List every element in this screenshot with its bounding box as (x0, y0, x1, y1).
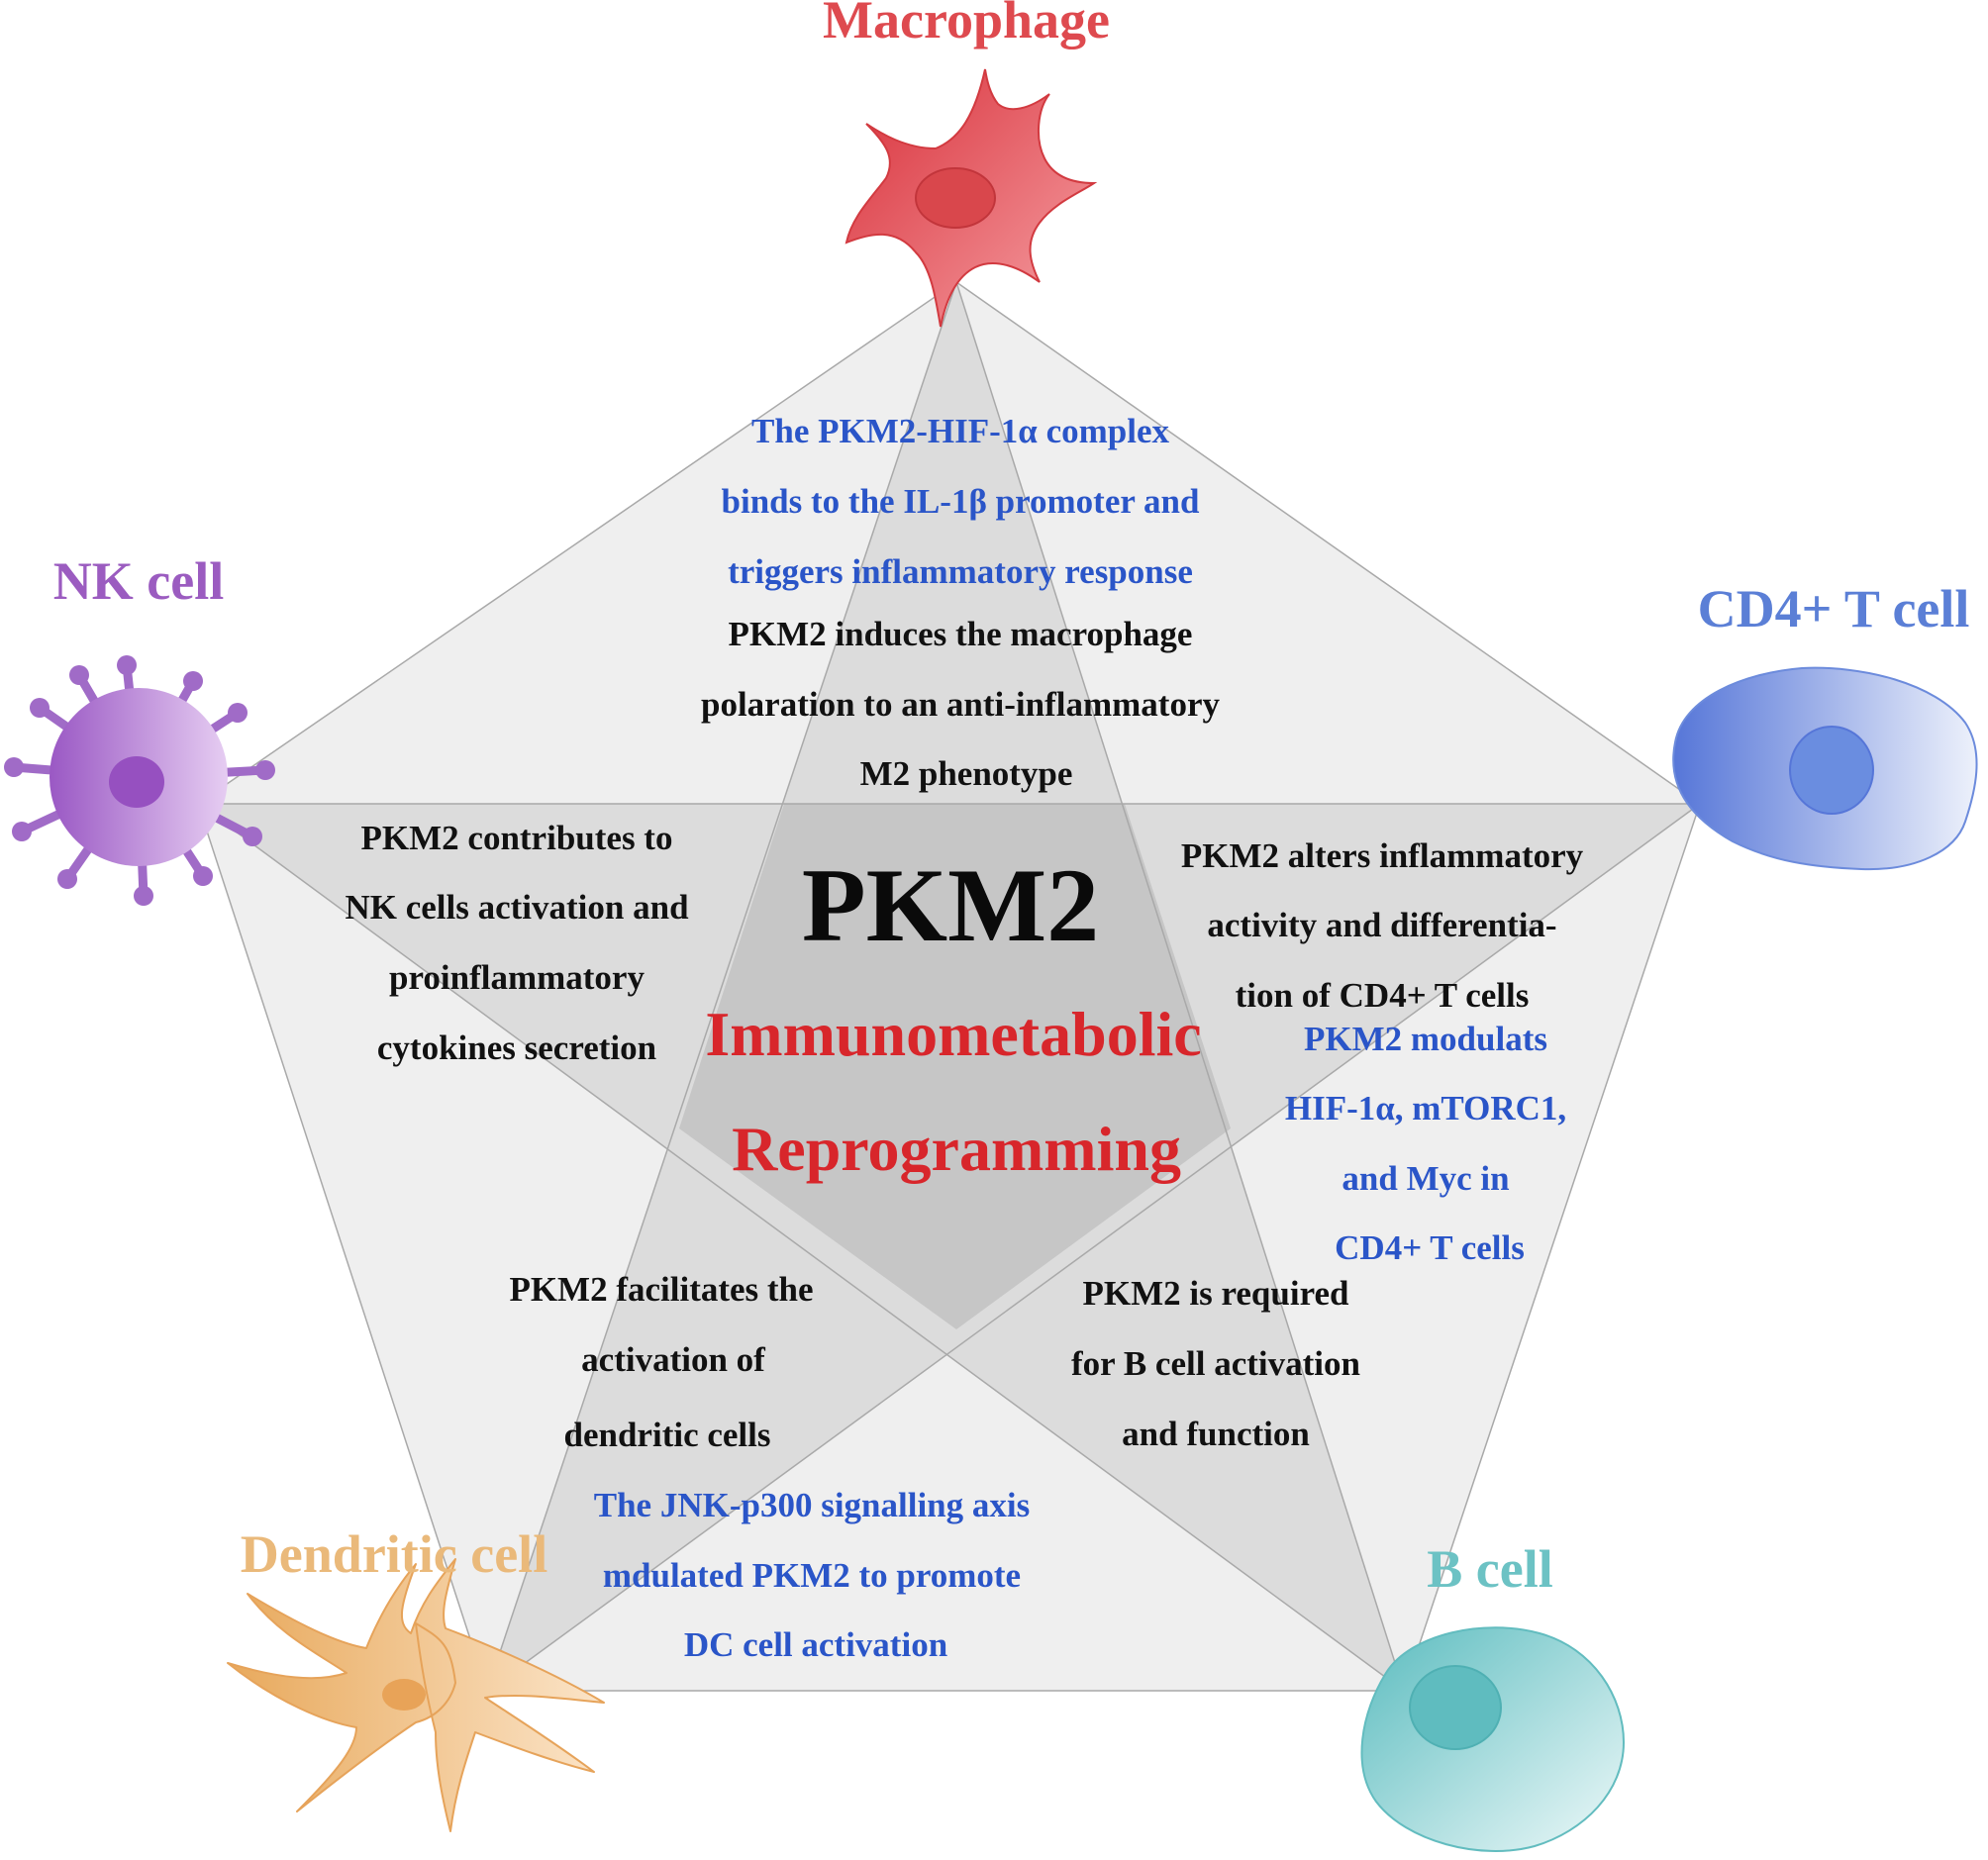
svg-text:DC cell activation: DC cell activation (684, 1625, 947, 1664)
nk-cell-text: PKM2 contributes to NK cells activation … (345, 819, 689, 1067)
svg-text:polaration to an anti-inflamm: polaration to an anti-inflammatory (701, 685, 1221, 724)
b-cell-icon (1360, 1626, 1626, 1852)
center-title: PKM2 (802, 847, 1099, 963)
svg-text:binds to the IL-1β promoter an: binds to the IL-1β promoter and (722, 482, 1200, 521)
b-cell-label: B cell (1427, 1539, 1552, 1599)
svg-text:and Myc in: and Myc in (1342, 1159, 1509, 1198)
svg-text:HIF-1α, mTORC1,: HIF-1α, mTORC1, (1285, 1089, 1566, 1127)
cd4-t-cell-icon (1672, 666, 1978, 871)
cd4-inflammatory-text: PKM2 alters inflammatory activity and di… (1181, 836, 1584, 1015)
svg-text:PKM2 modulats: PKM2 modulats (1304, 1020, 1547, 1058)
dendritic-jnk-text: The JNK-p300 signalling axis mdulated PK… (594, 1486, 1031, 1664)
cd4-modulates-text: PKM2 modulats HIF-1α, mTORC1, and Myc in… (1285, 1020, 1566, 1267)
svg-text:The JNK-p300 signalling axis: The JNK-p300 signalling axis (594, 1486, 1031, 1524)
svg-text:The PKM2-HIF-1α complex: The PKM2-HIF-1α complex (751, 412, 1169, 450)
svg-text:activation of: activation of (581, 1340, 765, 1379)
svg-text:PKM2 induces the macrophage: PKM2 induces the macrophage (729, 615, 1193, 653)
svg-text:M2 phenotype: M2 phenotype (860, 754, 1073, 793)
center-subtitle-line2: Reprogramming (732, 1114, 1181, 1184)
nk-cell-label: NK cell (53, 551, 224, 611)
dendritic-activation-text: PKM2 facilitates the activation of dendr… (509, 1270, 813, 1454)
b-cell-text: PKM2 is required for B cell activation a… (1071, 1274, 1360, 1453)
svg-text:dendritic cells: dendritic cells (564, 1416, 771, 1454)
svg-text:PKM2 facilitates the: PKM2 facilitates the (509, 1270, 813, 1309)
svg-text:and function: and function (1122, 1415, 1310, 1453)
center-subtitle-line1: Immunometabolic (705, 999, 1201, 1069)
svg-text:NK cells activation and: NK cells activation and (345, 888, 689, 927)
cd4-t-cell-label: CD4+ T cell (1698, 579, 1970, 638)
svg-text:mdulated PKM2 to promote: mdulated PKM2 to promote (603, 1556, 1021, 1595)
dendritic-cell-label: Dendritic cell (241, 1524, 547, 1584)
svg-text:PKM2 is required: PKM2 is required (1083, 1274, 1350, 1313)
svg-text:PKM2 contributes to: PKM2 contributes to (361, 819, 673, 857)
macrophage-il1b-text: The PKM2-HIF-1α complex binds to the IL-… (722, 412, 1200, 591)
pentagon-background (197, 281, 1701, 1692)
svg-text:proinflammatory: proinflammatory (389, 958, 645, 997)
macrophage-m2-text: PKM2 induces the macrophage polaration t… (701, 615, 1221, 793)
dendritic-cell-icon (227, 1558, 605, 1832)
svg-text:activity and differentia-: activity and differentia- (1207, 906, 1556, 944)
svg-text:cytokines secretion: cytokines secretion (377, 1028, 656, 1067)
svg-text:for B cell activation: for B cell activation (1071, 1344, 1360, 1383)
svg-text:triggers inflammatory response: triggers inflammatory response (728, 552, 1193, 591)
macrophage-cell-icon (845, 68, 1098, 328)
svg-text:tion of CD4+ T cells: tion of CD4+ T cells (1236, 976, 1530, 1015)
svg-text:PKM2 alters inflammatory: PKM2 alters inflammatory (1181, 836, 1584, 875)
nk-cell-icon (4, 655, 275, 906)
svg-text:CD4+ T cells: CD4+ T cells (1335, 1228, 1525, 1267)
macrophage-label: Macrophage (823, 0, 1110, 49)
